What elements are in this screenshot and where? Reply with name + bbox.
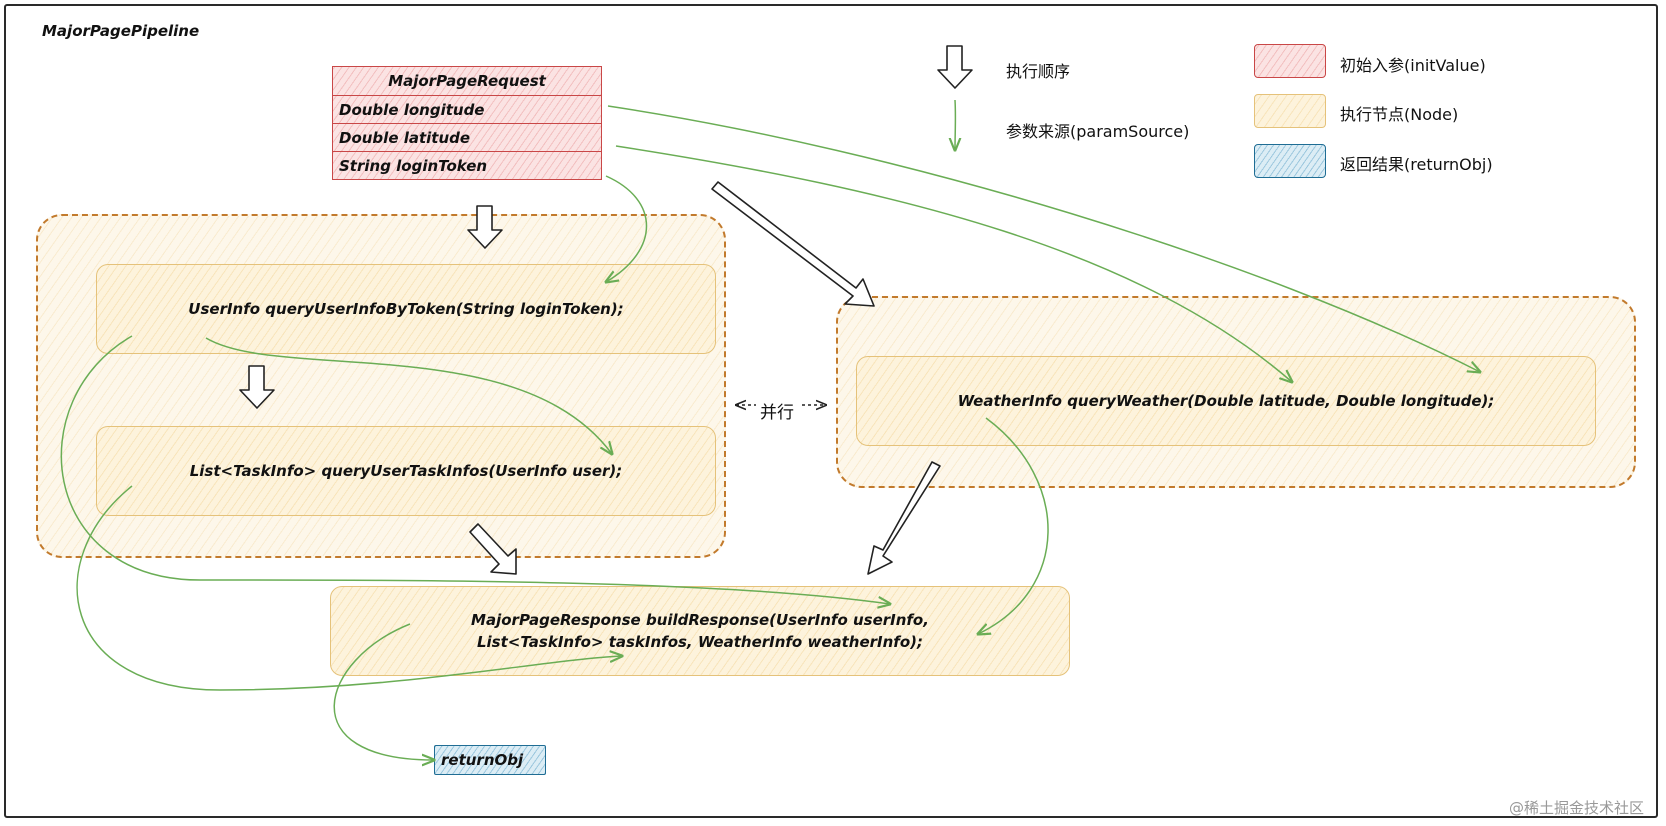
param-arrow-build-to-return	[333, 623, 434, 760]
watermark: @稀土掘金技术社区	[1508, 799, 1644, 817]
param-arrow-token-to-user	[606, 175, 648, 282]
node-build-response: MajorPageResponse buildResponse(UserInfo…	[330, 586, 1070, 676]
exec-arrow-request-to-weather	[711, 181, 875, 307]
exec-arrow-user-to-tasks	[239, 365, 275, 409]
legend-init-value-swatch	[1254, 44, 1326, 78]
return-obj-box: returnObj	[434, 745, 546, 775]
parallel-label: 并行	[758, 398, 796, 423]
param-arrow-user-to-tasks	[205, 337, 612, 454]
param-arrow-user-to-build	[60, 335, 890, 604]
request-field-login-token: String loginToken	[333, 151, 601, 179]
exec-arrow-weather-to-build	[867, 461, 941, 575]
node-query-tasks-label: List<TaskInfo> queryUserTaskInfos(UserIn…	[189, 462, 623, 480]
request-field-latitude: Double latitude	[333, 123, 601, 151]
node-query-weather-label: WeatherInfo queryWeather(Double latitude…	[957, 392, 1495, 410]
node-query-user-label: UserInfo queryUserInfoByToken(String log…	[188, 300, 624, 318]
return-obj-label: returnObj	[441, 751, 524, 769]
legend-exec-node-swatch	[1254, 94, 1326, 128]
node-query-weather: WeatherInfo queryWeather(Double latitude…	[856, 356, 1596, 446]
node-build-response-label: MajorPageResponse buildResponse(UserInfo…	[471, 611, 929, 651]
exec-arrow-legend	[937, 45, 973, 89]
diagram-title: MajorPagePipeline	[42, 22, 200, 40]
request-field-longitude: Double longitude	[333, 95, 601, 123]
legend-exec-order-label: 执行顺序	[1006, 62, 1071, 81]
param-arrow-latitude-to-weather	[615, 145, 1292, 382]
legend-param-source-label: 参数来源(paramSource)	[1006, 122, 1190, 141]
legend-return-swatch	[1254, 144, 1326, 178]
exec-arrow-request-to-user	[467, 205, 503, 249]
legend-return-label: 返回结果(returnObj)	[1340, 155, 1493, 174]
legend-init-value-label: 初始入参(initValue)	[1340, 56, 1486, 75]
request-header: MajorPageRequest	[388, 72, 546, 90]
exec-arrow-group-to-build	[469, 523, 517, 575]
param-arrow-tasks-to-build	[76, 485, 622, 691]
request-table: MajorPageRequest Double longitude Double…	[332, 66, 602, 180]
legend-exec-node-label: 执行节点(Node)	[1340, 105, 1459, 124]
canvas-frame	[4, 4, 1658, 818]
param-arrow-longitude-to-weather	[607, 105, 1480, 372]
param-arrow-weather-to-build	[978, 417, 1049, 634]
